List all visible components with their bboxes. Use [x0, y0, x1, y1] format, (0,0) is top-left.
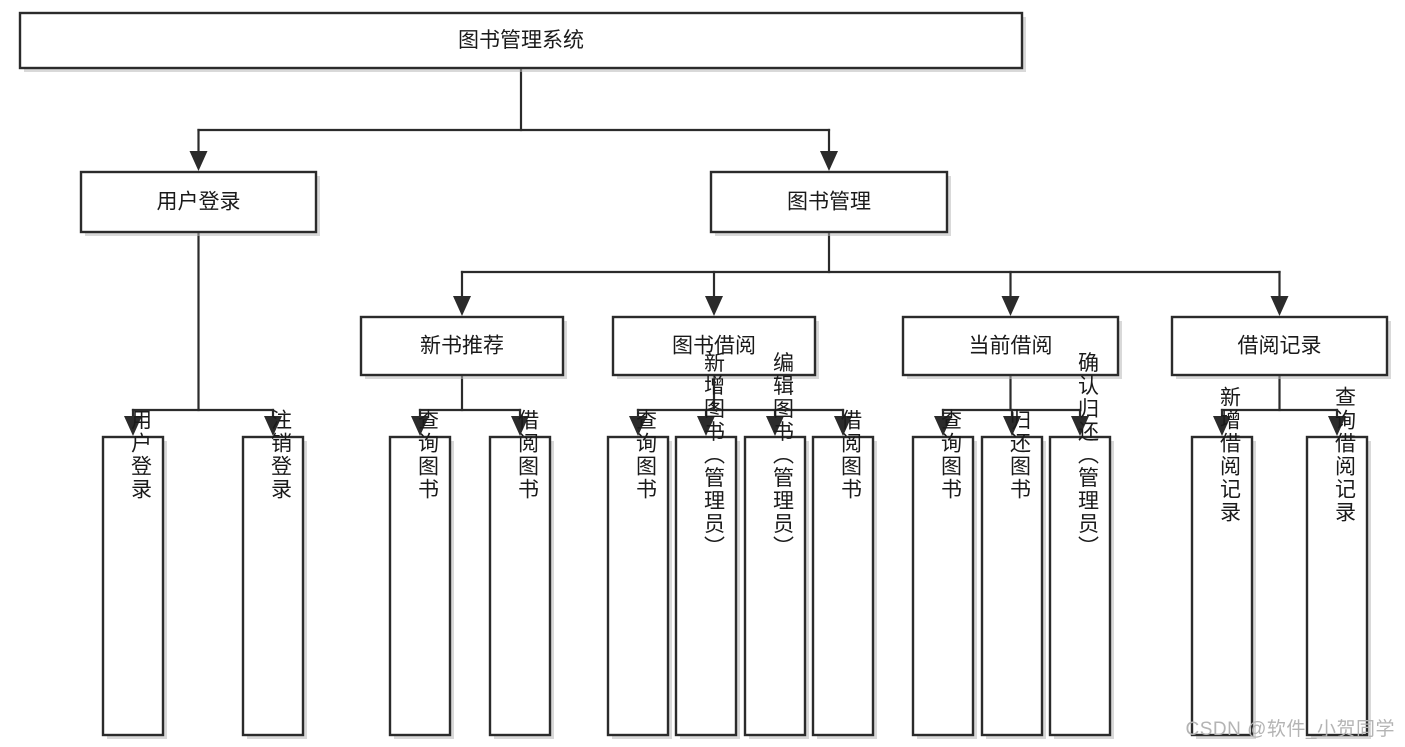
- node-label: 图书管理系统: [458, 29, 584, 52]
- node-leaf-query-book-1[interactable]: 查询图书: [388, 409, 454, 739]
- csdn-watermark: CSDN @软件_小贺同学: [1185, 719, 1395, 740]
- node-root-root[interactable]: 图书管理系统: [18, 11, 1026, 72]
- box-outline: [101, 435, 165, 737]
- arrow-head: [1003, 416, 1021, 436]
- arrow-head: [705, 296, 723, 316]
- arrow-head: [1213, 416, 1231, 436]
- arrow-head: [934, 416, 952, 436]
- box-outline: [911, 435, 975, 737]
- node-label: 图书管理: [787, 191, 871, 214]
- nodes-layer: 图书管理系统用户登录图书管理新书推荐图书借阅当前借阅借阅记录用户登录注销登录查询…: [18, 11, 1391, 740]
- connector-group: [934, 373, 1089, 436]
- connector-group: [453, 230, 1289, 316]
- edges-layer: [124, 66, 1346, 436]
- node-leaf-user-login[interactable]: 用户登录: [101, 409, 167, 739]
- box-outline: [1048, 435, 1112, 737]
- node-label: 借阅记录: [1238, 335, 1322, 358]
- arrow-head: [1001, 296, 1020, 316]
- arrow-head: [511, 416, 529, 436]
- node-label: 编辑图书（管理员）: [771, 352, 795, 559]
- node-label: 图书借阅: [672, 335, 756, 358]
- node-label: 查询图书: [634, 409, 658, 501]
- connector-group: [189, 66, 838, 171]
- box-outline: [674, 435, 738, 737]
- node-borrow-record[interactable]: 借阅记录: [1170, 315, 1391, 379]
- arrow-head: [453, 296, 471, 316]
- arrow-head: [1270, 296, 1289, 316]
- box-outline: [1305, 435, 1369, 737]
- node-leaf-confirm-return[interactable]: 确认归还（管理员）: [1048, 352, 1114, 740]
- node-leaf-return-book[interactable]: 归还图书: [980, 409, 1046, 739]
- box-outline: [901, 315, 1120, 377]
- node-book-management[interactable]: 图书管理: [709, 170, 951, 236]
- arrow-head: [820, 151, 838, 171]
- node-label: 查询借阅记录: [1333, 386, 1357, 524]
- node-label: 借阅图书: [839, 409, 863, 501]
- connector-group: [124, 230, 282, 436]
- node-label: 注销登录: [269, 409, 293, 501]
- arrow-head: [697, 416, 715, 436]
- node-label: 确认归还（管理员）: [1076, 352, 1100, 559]
- node-label: 查询图书: [939, 409, 963, 501]
- arrow-head: [629, 416, 647, 436]
- connector-group: [629, 373, 852, 436]
- box-outline: [709, 170, 949, 234]
- connector-group: [411, 373, 529, 436]
- node-leaf-add-book[interactable]: 新增图书（管理员）: [674, 352, 740, 740]
- node-label: 借阅图书: [516, 409, 540, 501]
- box-outline: [18, 11, 1024, 70]
- box-outline: [1190, 435, 1254, 737]
- box-outline: [241, 435, 305, 737]
- node-label: 新书推荐: [420, 335, 504, 358]
- node-label: 用户登录: [157, 191, 241, 214]
- node-leaf-add-record[interactable]: 新增借阅记录: [1190, 386, 1256, 739]
- node-leaf-edit-book[interactable]: 编辑图书（管理员）: [743, 352, 809, 740]
- node-leaf-borrow-book-1[interactable]: 借阅图书: [488, 409, 554, 739]
- node-label: 新增借阅记录: [1218, 386, 1242, 524]
- node-leaf-logout[interactable]: 注销登录: [241, 409, 307, 739]
- arrow-head: [264, 416, 282, 436]
- box-outline: [611, 315, 817, 377]
- box-outline: [980, 435, 1044, 737]
- arrow-head: [189, 151, 208, 171]
- box-outline: [811, 435, 875, 737]
- arrow-head: [766, 416, 784, 436]
- node-label: 归还图书: [1008, 409, 1032, 501]
- box-outline: [743, 435, 807, 737]
- arrow-head: [411, 416, 429, 436]
- node-new-book-recommend[interactable]: 新书推荐: [359, 315, 567, 379]
- connector-group: [1213, 373, 1346, 436]
- arrow-head: [1328, 416, 1346, 436]
- box-outline: [359, 315, 565, 377]
- box-outline: [1170, 315, 1389, 377]
- box-outline: [79, 170, 318, 234]
- box-outline: [388, 435, 452, 737]
- node-user-login[interactable]: 用户登录: [79, 170, 320, 236]
- node-label: 查询图书: [416, 409, 440, 501]
- node-current-borrow[interactable]: 当前借阅: [901, 315, 1122, 379]
- node-label: 新增图书（管理员）: [702, 352, 726, 559]
- node-leaf-query-record[interactable]: 查询借阅记录: [1305, 386, 1371, 739]
- node-leaf-borrow-book-2[interactable]: 借阅图书: [811, 409, 877, 739]
- node-label: 用户登录: [129, 409, 153, 501]
- node-label: 当前借阅: [969, 335, 1053, 358]
- node-book-borrow[interactable]: 图书借阅: [611, 315, 819, 379]
- node-leaf-query-book-2[interactable]: 查询图书: [606, 409, 672, 739]
- arrow-head: [124, 416, 142, 436]
- box-outline: [606, 435, 670, 737]
- box-outline: [488, 435, 552, 737]
- node-leaf-query-book-3[interactable]: 查询图书: [911, 409, 977, 739]
- arrow-head: [1071, 416, 1089, 436]
- arrow-head: [834, 416, 852, 436]
